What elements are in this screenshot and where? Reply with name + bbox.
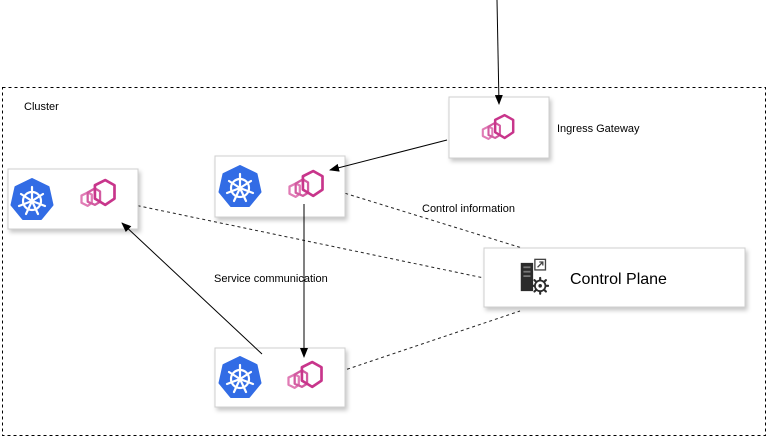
pod-bottom[interactable] [214,347,346,408]
pod-bottom-to-left-arrow [121,222,263,355]
ingress-to-pod-arrow [329,139,448,172]
cluster-boundary [2,87,766,436]
kubernetes-icon [218,355,262,399]
ingress-gateway-label: Ingress Gateway [557,123,640,135]
kubernetes-icon [10,177,54,221]
pod-top[interactable] [214,155,346,218]
ingress-gateway-node[interactable] [448,96,550,159]
pod-left[interactable] [7,168,139,230]
external-traffic-arrow [494,0,503,105]
service-communication-label: Service communication [214,273,328,285]
control-links [119,187,523,376]
cluster-label: Cluster [24,101,59,113]
control-link-bottom-pod [329,310,521,376]
control-link-left-pod [119,201,485,279]
control-link-top-pod [327,187,523,249]
kubernetes-icon [218,164,262,208]
control-plane-node[interactable] [483,247,746,308]
control-information-label: Control information [422,203,515,215]
traffic-arrows [121,0,503,358]
control-plane-label: Control Plane [570,271,667,288]
